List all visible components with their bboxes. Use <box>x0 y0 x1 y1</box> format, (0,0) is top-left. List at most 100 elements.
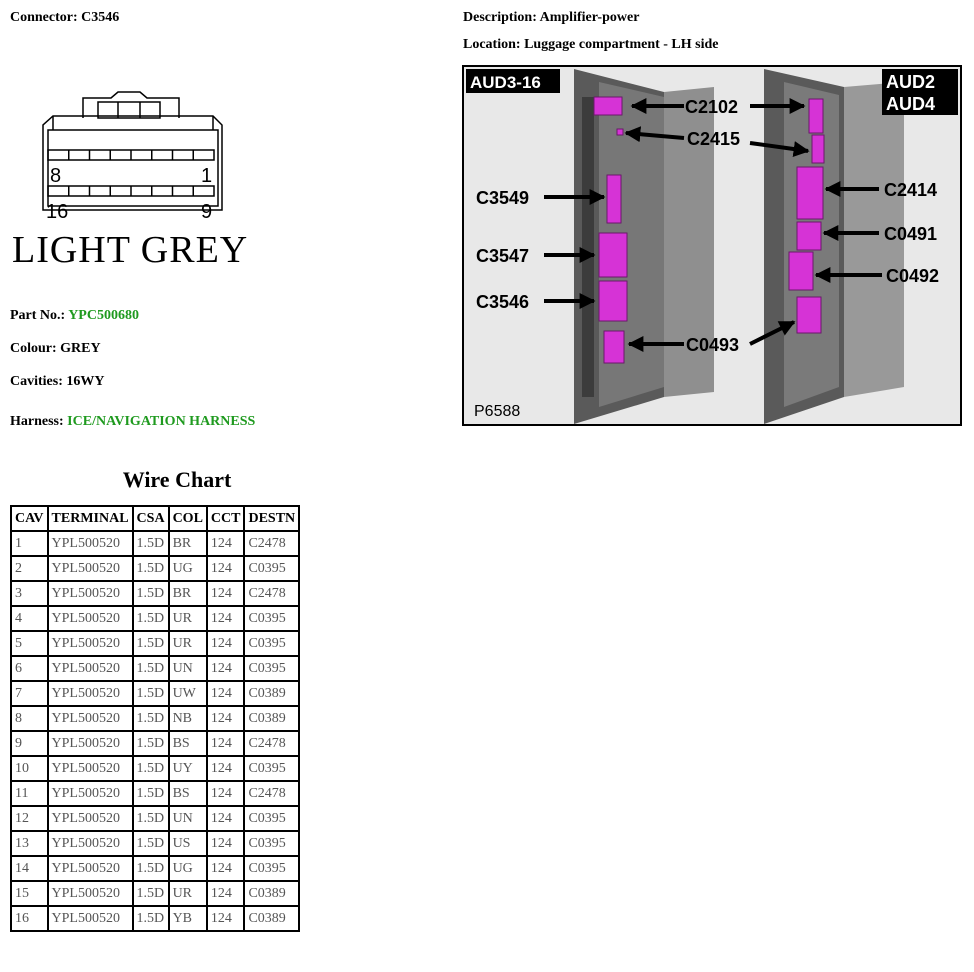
wire-chart-cell: 124 <box>205 530 246 557</box>
wire-chart-cell: BR <box>167 580 208 607</box>
part-number-link[interactable]: YPC500680 <box>68 308 139 323</box>
wire-chart-cell: C0389 <box>243 880 301 907</box>
cavities-label: Cavities: <box>10 374 63 389</box>
wire-chart-cell: YPL500520 <box>46 805 134 832</box>
wire-chart-cell: 124 <box>205 905 246 932</box>
wire-chart-cell: YPL500520 <box>46 830 134 857</box>
wire-chart-cell: C0395 <box>243 555 301 582</box>
cavities-line: Cavities: 16WY <box>10 374 105 390</box>
wire-chart-cell: 1.5D <box>131 705 170 732</box>
wire-chart-cell: BS <box>167 780 208 807</box>
wire-chart-cell: 1.5D <box>131 680 170 707</box>
conn-c3546 <box>598 280 628 322</box>
pin-label-16: 16 <box>46 201 68 223</box>
callout-c2414: C2414 <box>884 180 937 200</box>
connector-face-diagram: 8 1 16 9 LIGHT GREY <box>12 91 248 270</box>
connector-colour-text: LIGHT GREY <box>12 229 248 270</box>
location-value: Luggage compartment - LH side <box>524 37 719 52</box>
wire-chart-cell: UY <box>167 755 208 782</box>
description-label: Description: <box>463 10 537 25</box>
wire-chart-cell: 13 <box>10 830 49 857</box>
wire-chart-header-cell: CAV <box>10 505 49 532</box>
wire-chart-cell: 7 <box>10 680 49 707</box>
wire-chart-cell: 10 <box>10 755 49 782</box>
callout-c3549: C3549 <box>476 188 529 208</box>
wire-chart-title: Wire Chart <box>122 467 232 492</box>
wire-chart-cell: YPL500520 <box>46 580 134 607</box>
pin-label-8: 8 <box>50 165 61 187</box>
wire-chart-cell: 124 <box>205 580 246 607</box>
wire-chart-cell: 1.5D <box>131 630 170 657</box>
tag-aud3-16: AUD3-16 <box>470 73 541 92</box>
wire-chart-cell: YPL500520 <box>46 780 134 807</box>
wire-chart-cell: 124 <box>205 730 246 757</box>
wire-chart-cell: UW <box>167 680 208 707</box>
wire-chart-cell: 124 <box>205 780 246 807</box>
part-number-label: Part No.: <box>10 308 66 323</box>
wire-chart-cell: YPL500520 <box>46 855 134 882</box>
wire-chart-cell: C2478 <box>243 730 301 757</box>
pin-label-1: 1 <box>201 165 212 187</box>
wire-chart-cell: YPL500520 <box>46 905 134 932</box>
wire-chart-cell: 124 <box>205 655 246 682</box>
conn-c3547 <box>598 232 628 278</box>
connector-heading: Connector: C3546 <box>10 10 119 26</box>
callout-c2102: C2102 <box>685 97 738 117</box>
wire-chart-cell: 1.5D <box>131 780 170 807</box>
colour-line: Colour: GREY <box>10 341 101 357</box>
wire-chart-cell: C0389 <box>243 905 301 932</box>
location-heading: Location: Luggage compartment - LH side <box>463 37 719 53</box>
wire-chart-cell: 1.5D <box>131 555 170 582</box>
wire-chart-cell: 1.5D <box>131 655 170 682</box>
wire-chart-cell: 1.5D <box>131 530 170 557</box>
wire-chart-cell: C0395 <box>243 655 301 682</box>
wire-chart-cell: UG <box>167 555 208 582</box>
amplifier-right-body <box>764 69 904 424</box>
description-value: Amplifier-power <box>539 10 640 25</box>
wire-chart-cell: YPL500520 <box>46 730 134 757</box>
wire-chart-header-cell: COL <box>167 505 208 532</box>
part-number-line: Part No.: YPC500680 <box>10 308 139 324</box>
wire-chart-cell: 14 <box>10 855 49 882</box>
callout-c0492: C0492 <box>886 266 939 286</box>
conn-c2415-right <box>811 134 825 164</box>
conn-c0492 <box>788 251 814 291</box>
wire-chart-cell: C0389 <box>243 680 301 707</box>
wire-chart-cell: 1.5D <box>131 605 170 632</box>
colour-value: GREY <box>60 341 101 356</box>
wire-chart-cell: 1.5D <box>131 805 170 832</box>
wire-chart-cell: C0395 <box>243 755 301 782</box>
wire-chart-cell: YPL500520 <box>46 880 134 907</box>
wire-chart-cell: 12 <box>10 805 49 832</box>
wire-chart-cell: C0395 <box>243 855 301 882</box>
pin-label-9: 9 <box>201 201 212 223</box>
wire-chart-cell: UN <box>167 655 208 682</box>
wire-chart-cell: YPL500520 <box>46 755 134 782</box>
wire-chart-cell: 1.5D <box>131 580 170 607</box>
wire-chart-header-cell: CCT <box>205 505 246 532</box>
connector-value: C3546 <box>81 10 120 25</box>
wire-chart-cell: NB <box>167 705 208 732</box>
harness-link[interactable]: ICE/NAVIGATION HARNESS <box>67 414 256 429</box>
wire-chart-cell: US <box>167 830 208 857</box>
wire-chart-cell: UR <box>167 605 208 632</box>
wire-chart-header-cell: CSA <box>131 505 170 532</box>
wire-chart-cell: BS <box>167 730 208 757</box>
wire-chart-cell: 124 <box>205 805 246 832</box>
wire-chart-cell: 1.5D <box>131 730 170 757</box>
wire-chart-cell: 124 <box>205 605 246 632</box>
wire-chart-cell: C0395 <box>243 605 301 632</box>
wire-chart-cell: 6 <box>10 655 49 682</box>
wire-chart-cell: 2 <box>10 555 49 582</box>
